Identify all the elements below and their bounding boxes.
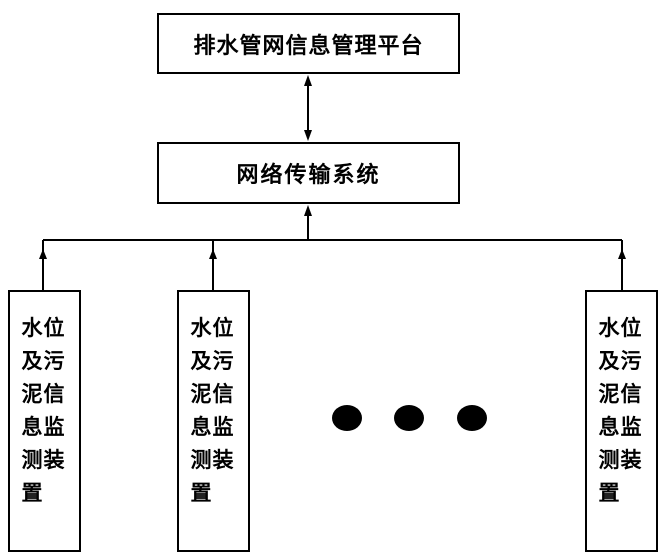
platform-label: 排水管网信息管理平台 [193,33,424,59]
arrowhead-up-platform [304,75,312,86]
arrowhead-up-device-3 [618,249,626,259]
arrowhead-up-network [304,205,312,216]
monitoring-device-2: 水位及污泥信息监测装置 [177,290,250,552]
arrowhead-up-device-1 [39,249,47,259]
monitoring-device-1: 水位及污泥信息监测装置 [8,290,81,552]
arrowhead-down-network [304,130,312,141]
ellipsis-dots [332,405,487,431]
network-box: 网络传输系统 [157,142,460,204]
monitoring-device-label: 水位及污泥信息监测装置 [598,316,643,505]
network-label: 网络传输系统 [236,163,381,188]
arrowhead-up-device-2 [209,249,217,259]
ellipsis-dot [457,405,487,431]
platform-box: 排水管网信息管理平台 [157,13,460,74]
monitoring-device-label: 水位及污泥信息监测装置 [190,316,235,505]
ellipsis-dot [394,405,424,431]
monitoring-device-3: 水位及污泥信息监测装置 [585,290,658,552]
monitoring-device-label: 水位及污泥信息监测装置 [21,316,66,505]
ellipsis-dot [332,405,362,431]
